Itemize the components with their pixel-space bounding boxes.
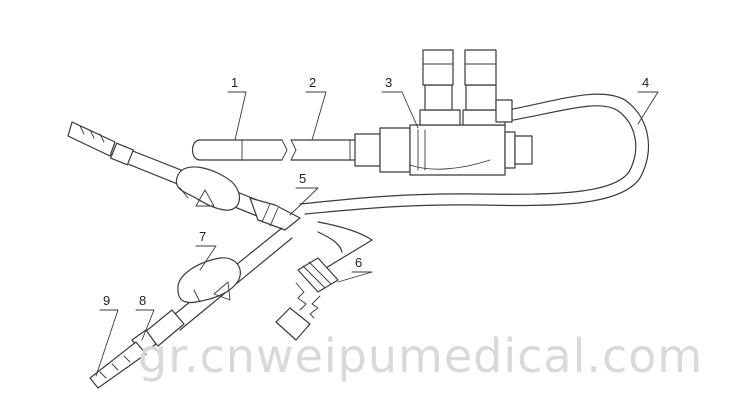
- callout-8: 8: [139, 293, 146, 308]
- callout-5: 5: [299, 171, 306, 186]
- callout-numbers: 1 2 3 4 5 6 7 8 9: [103, 75, 649, 308]
- callout-4: 4: [642, 75, 649, 90]
- rod: [191, 139, 356, 161]
- callout-3: 3: [385, 75, 392, 90]
- manifold: [354, 49, 533, 176]
- bottom-connector: [275, 257, 339, 341]
- side-tube: [317, 221, 373, 271]
- callout-9: 9: [103, 293, 110, 308]
- lower-arm: [89, 227, 293, 389]
- callout-7: 7: [199, 229, 206, 244]
- callout-1: 1: [231, 75, 238, 90]
- callout-6: 6: [355, 255, 362, 270]
- catheter-tube: [299, 93, 649, 215]
- callout-2: 2: [309, 75, 316, 90]
- leader-lines: [95, 91, 659, 377]
- watermark-text: gr.cnweipumedical.com: [138, 329, 703, 383]
- upper-arm: [67, 121, 301, 231]
